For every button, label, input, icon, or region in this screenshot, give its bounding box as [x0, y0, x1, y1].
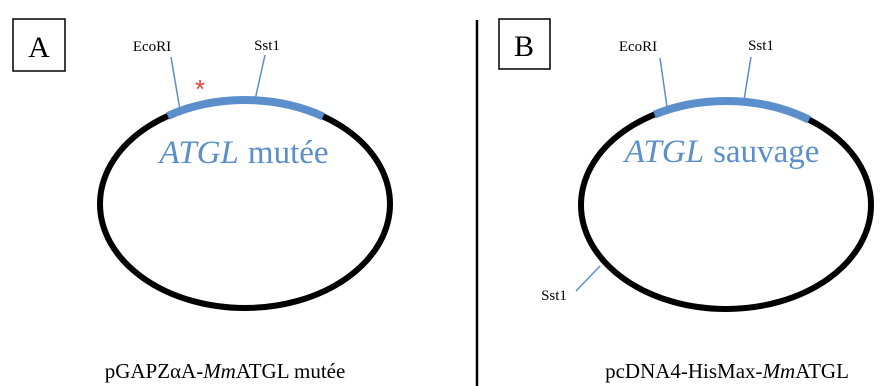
panel-b-caption-suffix: ATGL — [795, 359, 849, 383]
panel-a-caption-species: Mm — [202, 359, 236, 383]
panel-a-ecori-site-line — [170, 56, 181, 111]
panel-a-mutation-marker: * — [195, 74, 205, 104]
panel-a-letter: A — [28, 31, 50, 64]
panel-a-gene-label: ATGL mutée — [157, 135, 328, 171]
panel-a-caption-prefix: pGAPZαA- — [105, 359, 204, 383]
panel-b-sst1-label: Sst1 — [748, 38, 774, 54]
panel-b-letter-box — [498, 18, 551, 70]
panel-b-letter: B — [514, 30, 534, 63]
panel-b-plasmid-backbone — [578, 98, 874, 312]
panel-a-caption: pGAPZαA-MmATGL mutée — [105, 359, 346, 383]
panel-b-gene-name: ATGL — [623, 134, 704, 170]
panel-b-caption-prefix: pcDNA4-HisMax- — [605, 359, 762, 383]
panel-b-sst1-site-line — [743, 56, 752, 101]
panel-b-ecori-label: EcoRI — [619, 39, 657, 55]
panel-b-caption-species: Mm — [762, 359, 796, 383]
panel-a-letter-box — [12, 18, 66, 72]
panel-b-sst1-second-site-line — [575, 265, 601, 292]
panel-b-ecori-site-line — [659, 57, 668, 108]
panel-a-plasmid-backbone — [97, 97, 393, 311]
panel-a-gene-insert — [166, 96, 325, 121]
panel-a-ecori-label: EcoRI — [133, 39, 171, 55]
panel-a: A EcoRI Sst1 * ATGL mutée pGAPZαA-MmATGL … — [12, 18, 393, 383]
panel-a-caption-suffix: ATGL mutée — [236, 359, 345, 383]
panel-b-caption: pcDNA4-HisMax-MmATGL — [605, 359, 849, 383]
panel-b-sst1-second-label: Sst1 — [541, 288, 567, 304]
panel-a-gene-state: mutée — [248, 135, 329, 171]
panel-a-sst1-label: Sst1 — [254, 38, 280, 54]
panel-b-gene-state: sauvage — [713, 134, 819, 170]
panel-b-gene-insert — [652, 96, 811, 124]
panel-a-gene-name: ATGL — [157, 135, 238, 171]
panel-a-sst1-site-line — [254, 54, 266, 101]
